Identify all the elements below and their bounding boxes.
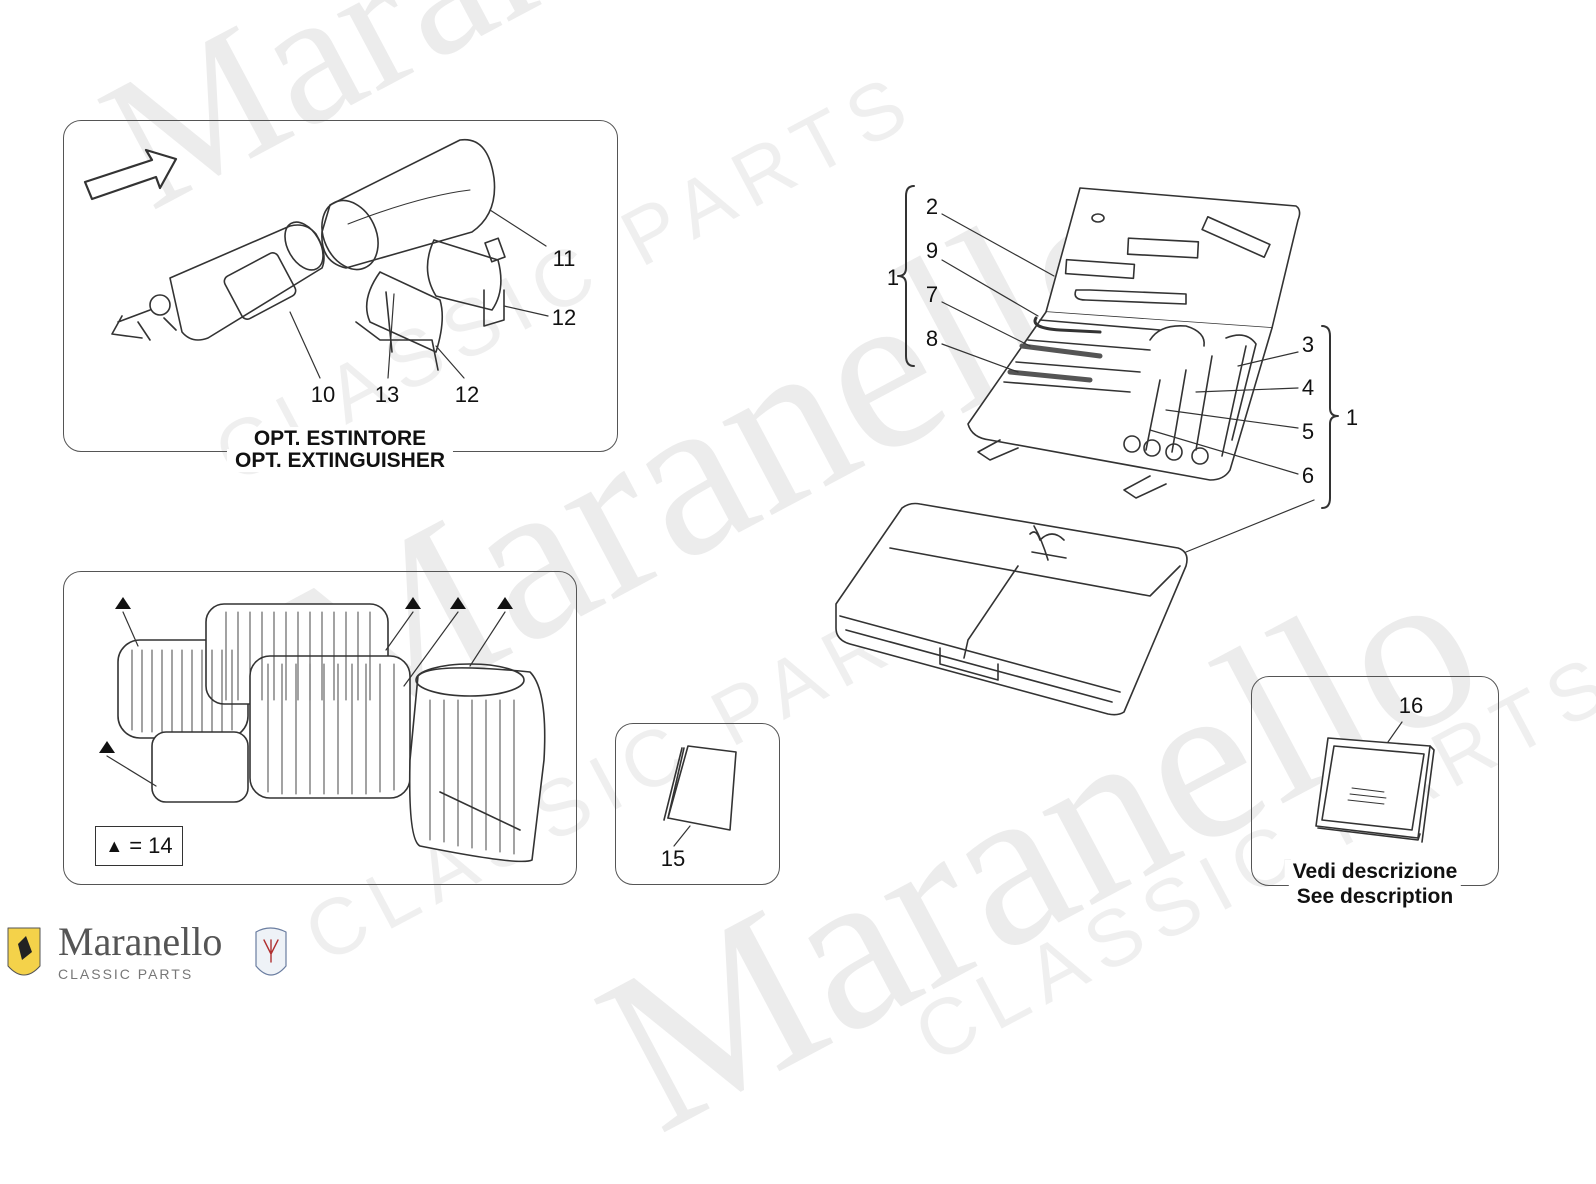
part-label-4: 4	[1301, 375, 1315, 400]
luggage-markers	[99, 597, 513, 753]
luggage-stripes	[131, 611, 515, 855]
part-label-3: 3	[1301, 332, 1315, 357]
description-book-icon	[1315, 721, 1435, 843]
brand-logo-name: Maranello	[58, 919, 223, 964]
extinguisher-caption-it: OPT. ESTINTORE	[245, 427, 435, 450]
toolkit-bracket-right	[1321, 325, 1339, 509]
part-label-5: 5	[1301, 419, 1315, 444]
part-label-9: 9	[925, 238, 939, 263]
description-caption-en: See description	[1288, 885, 1462, 908]
part-label-10: 10	[310, 382, 336, 407]
owner-manual-icon	[663, 745, 737, 847]
toolkit-leader-lines	[941, 213, 1315, 553]
part-label-12-upper: 12	[551, 305, 577, 330]
manual-panel	[615, 723, 780, 885]
part-label-11: 11	[552, 246, 576, 271]
toolkit-bracket-left	[897, 185, 915, 367]
part-label-15: 15	[660, 846, 686, 871]
extinguisher-sleeve-icon	[321, 138, 496, 271]
maserati-badge-icon	[255, 927, 287, 976]
tool-bag-icon	[835, 502, 1188, 716]
ferrari-shield-icon	[7, 927, 41, 976]
part-label-8: 8	[925, 326, 939, 351]
part-label-6: 6	[1301, 463, 1315, 488]
tool-roll-icon	[967, 187, 1301, 499]
luggage-leader-lines	[106, 611, 506, 787]
luggage-legend-text: = 14	[129, 833, 173, 858]
bracket-icon	[355, 237, 506, 371]
description-caption-it: Vedi descrizione	[1284, 860, 1466, 883]
part-label-12-lower: 12	[454, 382, 480, 407]
part-label-1-right: 1	[1345, 405, 1359, 430]
luggage-panel	[63, 571, 577, 885]
luggage-legend: ▲ = 14	[95, 826, 183, 866]
part-label-16: 16	[1398, 693, 1424, 718]
brand-logo-sub: CLASSIC PARTS	[58, 966, 194, 982]
luggage-set-icon	[117, 603, 546, 863]
arrow-icon	[83, 148, 178, 201]
extinguisher-caption-en: OPT. EXTINGUISHER	[226, 449, 454, 472]
extinguisher-icon	[111, 221, 325, 341]
part-label-2: 2	[925, 194, 939, 219]
parts-illustration	[7, 138, 1435, 976]
part-label-1-left: 1	[886, 265, 900, 290]
triangle-marker-icon: ▲	[105, 835, 124, 856]
part-label-13: 13	[374, 382, 400, 407]
part-label-7: 7	[925, 282, 939, 307]
extinguisher-leader-lines	[289, 209, 549, 379]
